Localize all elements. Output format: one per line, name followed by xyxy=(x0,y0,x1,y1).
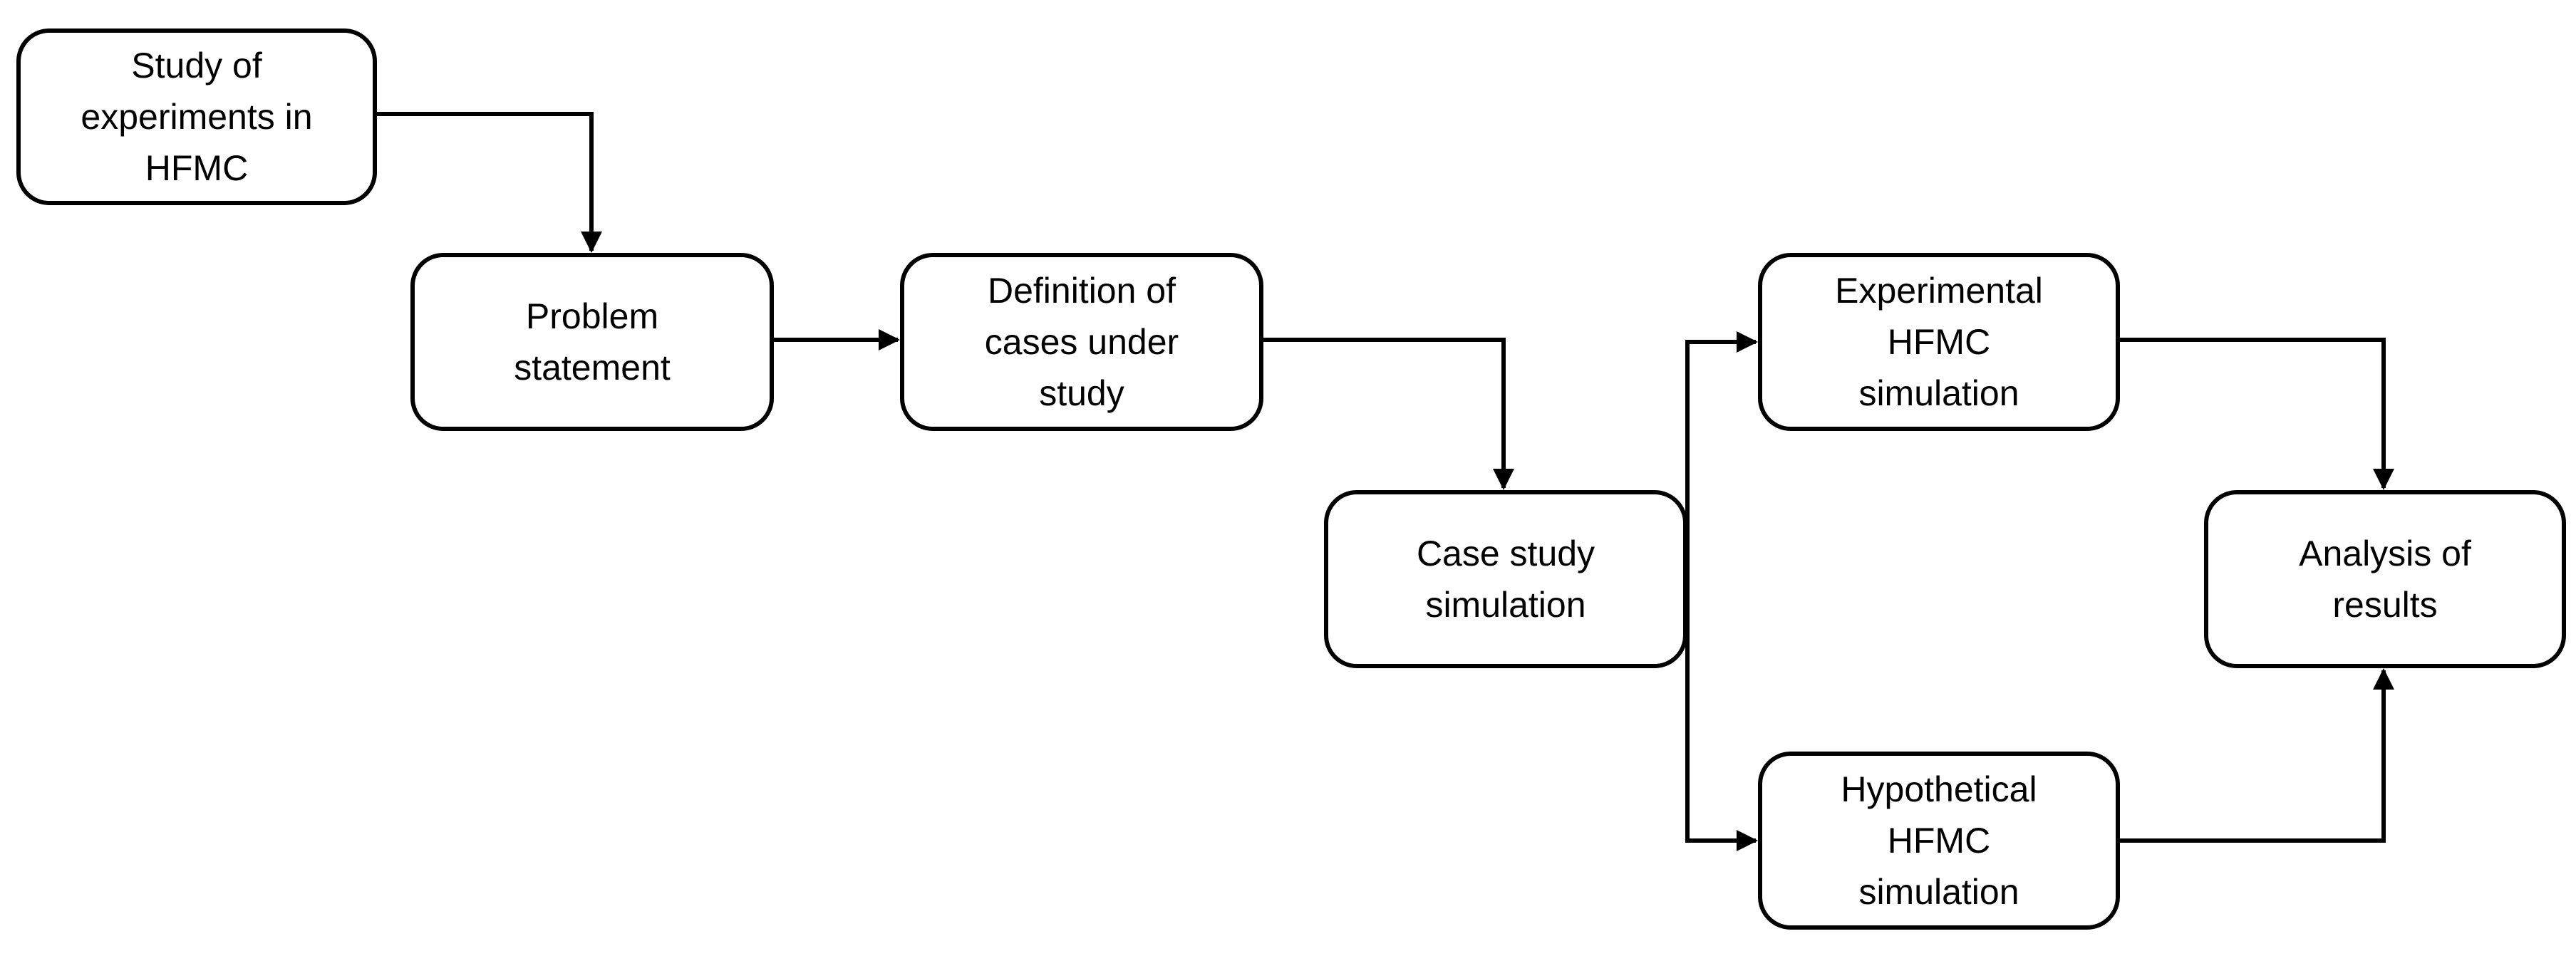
node-label-study-of-experiments: Study of experiments in HFMC xyxy=(81,46,313,188)
node-hypothetical-hfmc-simulation: Hypothetical HFMC simulation xyxy=(1758,752,2120,930)
node-study-of-experiments: Study of experiments in HFMC xyxy=(16,28,377,205)
node-experimental-hfmc-simulation: Experimental HFMC simulation xyxy=(1758,253,2120,431)
node-label-experimental-hfmc-simulation: Experimental HFMC simulation xyxy=(1835,271,2043,413)
edge-definition-to-case xyxy=(1263,338,1514,490)
edge-case-to-experimental xyxy=(1685,331,1758,579)
node-label-hypothetical-hfmc-simulation: Hypothetical HFMC simulation xyxy=(1841,769,2037,912)
node-label-definition-of-cases: Definition of cases under study xyxy=(984,271,1179,413)
node-label-analysis-of-results: Analysis of results xyxy=(2299,534,2471,625)
node-analysis-of-results: Analysis of results xyxy=(2204,490,2566,668)
node-problem-statement: Problem statement xyxy=(410,253,774,431)
node-case-study-simulation: Case study simulation xyxy=(1324,490,1687,668)
node-label-case-study-simulation: Case study simulation xyxy=(1416,534,1595,625)
edge-experimental-to-analysis xyxy=(2120,338,2394,490)
edge-case-to-hypothetical xyxy=(1685,579,1758,851)
node-label-problem-statement: Problem statement xyxy=(514,296,671,388)
edge-hypothetical-to-analysis xyxy=(2120,668,2394,843)
node-definition-of-cases: Definition of cases under study xyxy=(900,253,1263,431)
edge-study-to-problem xyxy=(377,112,602,253)
